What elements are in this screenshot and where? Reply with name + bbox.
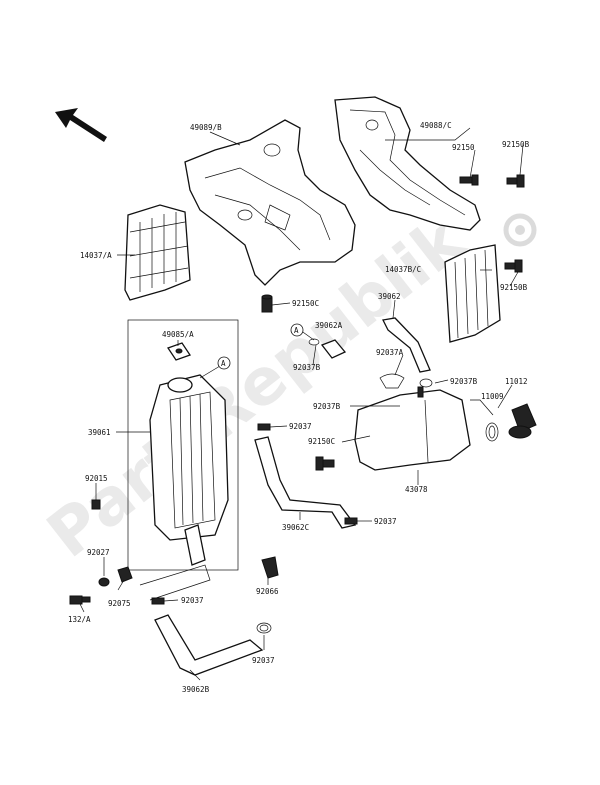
washer-92027	[98, 577, 110, 587]
label-132a: 132/A	[68, 615, 91, 624]
label-11012: 11012	[505, 377, 528, 386]
label-39062b: 39062B	[182, 685, 210, 694]
bolt-92150	[459, 174, 479, 186]
label-92075: 92075	[108, 599, 131, 608]
label-92037b-3: 92037B	[313, 402, 341, 411]
label-49088c: 49088/C	[420, 121, 452, 130]
gasket-11009	[485, 422, 499, 442]
hose-39062c	[254, 436, 357, 529]
bolt-132a	[69, 595, 91, 605]
clamp-92037-1	[257, 423, 271, 431]
radiator-louver-14037bc	[444, 244, 501, 343]
bolt-92150c-mid	[315, 456, 335, 471]
label-92150b-top: 92150B	[502, 140, 530, 149]
label-39062a: 39062A	[315, 321, 343, 330]
callout-a-radiator-label: A	[221, 359, 226, 368]
label-43078: 43078	[405, 485, 428, 494]
radiator-group-box	[127, 319, 239, 571]
label-39061: 39061	[88, 428, 111, 437]
label-92015: 92015	[85, 474, 108, 483]
label-39062c: 39062C	[282, 523, 309, 532]
radiator-shroud-49089b	[184, 119, 356, 286]
radiator-cap-49085a	[166, 342, 192, 361]
label-92150b-right: 92150B	[500, 283, 528, 292]
hose-39062a	[320, 339, 347, 359]
radiator-39061	[149, 374, 229, 566]
label-49085a: 49085/A	[162, 330, 194, 339]
label-14037bc: 14037B/C	[385, 265, 421, 274]
bolt-92150c-top	[261, 294, 273, 313]
clamp-92037-4	[256, 622, 272, 634]
drain-bolt-92075	[117, 566, 133, 583]
gear-icon	[503, 213, 537, 247]
label-92150c-top: 92150C	[292, 299, 319, 308]
leader-lines	[79, 127, 524, 681]
label-92037-4: 92037	[252, 656, 275, 665]
label-92037a: 92037A	[376, 348, 404, 357]
nut-92015	[91, 499, 101, 510]
clamp-92037b-1	[308, 338, 320, 346]
front-arrow-icon	[55, 108, 107, 142]
radiator-louver-14037a	[124, 204, 191, 301]
label-11009: 11009	[481, 392, 504, 401]
label-39062: 39062	[378, 292, 401, 301]
hose-39062	[382, 317, 431, 373]
label-92037-3: 92037	[181, 596, 204, 605]
label-92150: 92150	[452, 143, 475, 152]
hose-39062b	[154, 614, 264, 676]
bolt-92150b-top	[506, 174, 525, 188]
label-92037b-2: 92037B	[450, 377, 478, 386]
callout-a-hose-label: A	[294, 326, 299, 335]
label-92037b-1: 92037B	[293, 363, 321, 372]
label-92037-2: 92037	[374, 517, 397, 526]
label-14037a: 14037/A	[80, 251, 112, 260]
clamp-92037a	[379, 373, 405, 389]
bolt-92150b-right	[504, 259, 523, 273]
label-92037-1: 92037	[289, 422, 312, 431]
clamp-92037b-2	[419, 378, 433, 388]
label-92066: 92066	[256, 587, 279, 596]
callout-a-hose: A	[290, 323, 304, 337]
label-92150c-mid: 92150C	[308, 437, 335, 446]
reservoir-cap-11012	[508, 403, 537, 439]
label-92027: 92027	[87, 548, 110, 557]
label-49089b: 49089/B	[190, 123, 222, 132]
radiator-shroud-49088c	[334, 96, 481, 231]
callout-a-radiator: A	[217, 356, 231, 370]
reservoir-tank-43078	[354, 386, 471, 471]
clamp-92037-2	[344, 517, 358, 525]
fitting-92066	[261, 556, 279, 579]
